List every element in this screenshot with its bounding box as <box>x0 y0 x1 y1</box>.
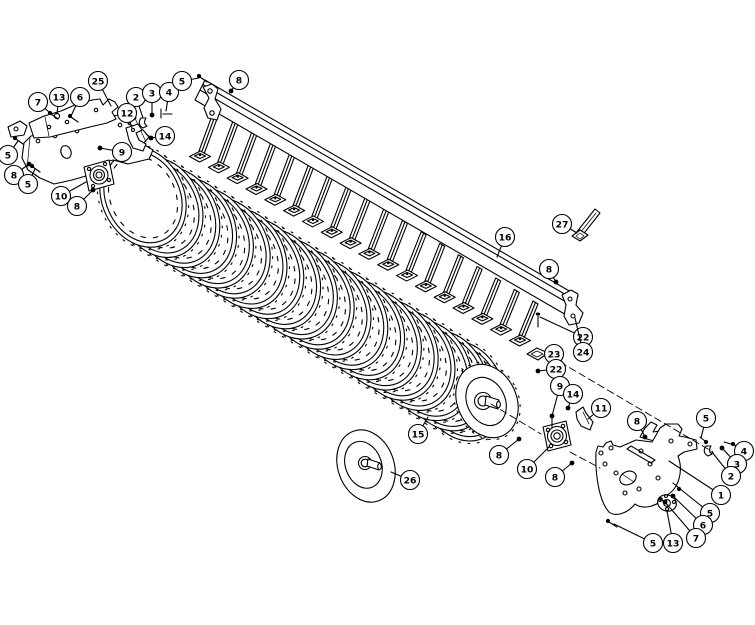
callout-number: 10 <box>55 191 68 202</box>
callout-number: 3 <box>734 459 740 470</box>
callout-9: 9 <box>97 141 133 163</box>
part-24-end-bracket <box>561 289 584 326</box>
callout-number: 26 <box>404 475 417 486</box>
callout-8: 8 <box>626 410 648 440</box>
callout-3: 3 <box>141 82 163 118</box>
callout-number: 8 <box>634 416 640 427</box>
left-bearing-flange <box>83 159 115 192</box>
callout-10: 10 <box>50 181 87 207</box>
callout-8: 8 <box>3 161 32 186</box>
callout-12: 12 <box>116 102 138 129</box>
callout-number: 8 <box>236 75 242 86</box>
callout-10: 10 <box>516 446 550 480</box>
callout-number: 5 <box>703 413 709 424</box>
part-11-scraper-holder <box>575 406 594 431</box>
callout-26: 26 <box>390 469 421 491</box>
right-bracket-assembly <box>542 406 736 528</box>
callout-25: 25 <box>87 70 112 107</box>
callout-1: 1 <box>668 460 732 506</box>
callout-7: 7 <box>27 91 51 114</box>
callout-number: 5 <box>5 150 11 161</box>
callout-number: 4 <box>741 446 747 457</box>
callout-number: 11 <box>595 403 608 414</box>
callout-15: 15 <box>407 416 429 445</box>
callout-number: 8 <box>11 170 17 181</box>
callout-number: 10 <box>521 464 534 475</box>
callout-2: 2 <box>711 451 742 487</box>
callout-14: 14 <box>148 125 176 147</box>
callout-7: 7 <box>662 499 707 549</box>
callout-27: 27 <box>551 213 578 235</box>
callout-number: 22 <box>550 364 563 375</box>
callout-number: 5 <box>650 538 656 549</box>
callout-number: 2 <box>728 471 734 482</box>
callout-number: 1 <box>718 490 724 501</box>
callout-4: 4 <box>158 81 180 112</box>
callout-number: 14 <box>159 131 172 142</box>
callout-number: 9 <box>119 147 125 158</box>
callout-number: 15 <box>412 429 425 440</box>
callout-number: 4 <box>166 87 172 98</box>
callout-8: 8 <box>538 258 560 285</box>
callout-number: 8 <box>496 450 502 461</box>
alignment-lines <box>490 361 714 469</box>
callout-8: 8 <box>66 187 96 217</box>
callout-8: 8 <box>488 436 522 466</box>
callout-number: 5 <box>179 76 185 87</box>
part-12-bracket <box>125 123 147 152</box>
callout-6: 6 <box>69 86 91 117</box>
callout-number: 8 <box>546 264 552 275</box>
callout-5: 5 <box>0 140 19 166</box>
callout-number: 14 <box>567 389 580 400</box>
left-bolts <box>12 73 208 173</box>
tines <box>188 104 539 347</box>
callout-13: 13 <box>662 510 684 554</box>
callout-16: 16 <box>494 226 516 258</box>
callout-number: 25 <box>92 76 105 87</box>
callout-number: 5 <box>25 179 31 190</box>
callout-number: 24 <box>577 347 590 358</box>
callout-5: 5 <box>171 70 200 92</box>
callout-number: 9 <box>557 381 563 392</box>
callout-number: 12 <box>121 108 134 119</box>
tine-bar <box>194 79 579 317</box>
callout-number: 27 <box>556 219 569 230</box>
callout-14: 14 <box>562 383 584 411</box>
part-2-clamp-left <box>138 117 148 129</box>
callout-number: 13 <box>667 538 680 549</box>
callout-13: 13 <box>48 86 70 115</box>
callout-number: 2 <box>133 92 139 103</box>
callout-5: 5 <box>17 168 39 195</box>
right-bearing-flange <box>542 420 572 452</box>
part-26-support-disc <box>336 429 396 503</box>
callout-number: 6 <box>700 520 706 531</box>
callout-number: 7 <box>693 533 699 544</box>
callout-number: 7 <box>35 97 41 108</box>
callout-22: 22 <box>535 358 567 380</box>
callout-5: 5 <box>613 523 664 554</box>
right-bolts <box>605 436 736 528</box>
callout-number: 8 <box>74 201 80 212</box>
callout-22: 22 <box>539 316 594 348</box>
callout-8: 8 <box>544 460 575 488</box>
callout-number: 16 <box>499 232 512 243</box>
callout-number: 22 <box>577 332 590 343</box>
callout-24: 24 <box>572 317 594 363</box>
callout-number: 8 <box>552 472 558 483</box>
part-27-spare-tine <box>571 208 601 242</box>
left-bracket-assembly <box>7 73 208 192</box>
bar-left-link <box>202 83 222 121</box>
callout-8: 8 <box>228 69 250 94</box>
callout-5: 5 <box>695 407 717 439</box>
callout-number: 3 <box>149 88 155 99</box>
scraper-blade <box>626 445 656 464</box>
callout-number: 23 <box>548 349 561 360</box>
roller-rings <box>96 143 521 445</box>
callout-number: 5 <box>707 508 713 519</box>
callout-number: 13 <box>53 92 66 103</box>
callout-11: 11 <box>587 397 612 420</box>
callout-number: 6 <box>77 92 83 103</box>
